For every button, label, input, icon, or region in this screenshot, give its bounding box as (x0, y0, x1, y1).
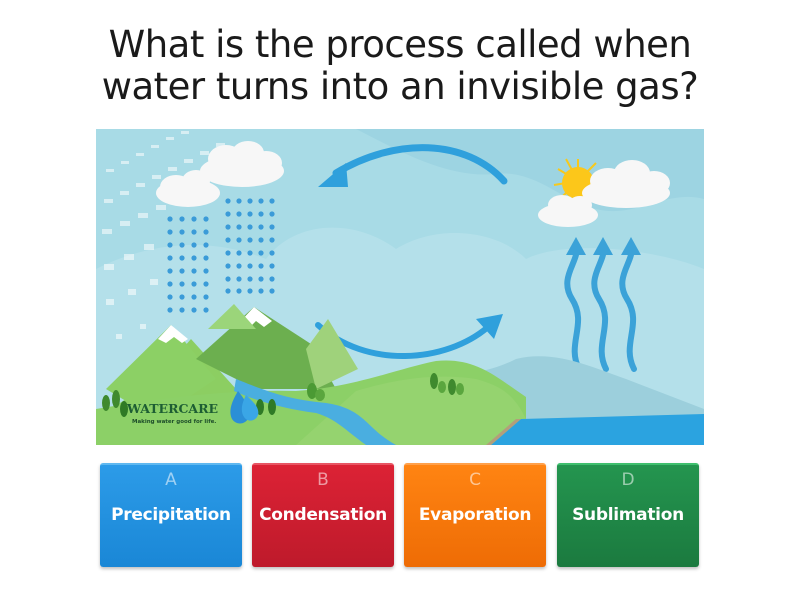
watercare-tagline: Making water good for life. (132, 419, 216, 425)
answer-d-button[interactable]: D Sublimation (557, 463, 699, 567)
rain-clouds (156, 141, 284, 207)
evaporation-arrows (564, 244, 637, 372)
rain-drops (167, 198, 275, 313)
answer-b-button[interactable]: B Condensation (252, 463, 394, 567)
answer-b-letter: B (317, 470, 329, 490)
question-line-2: water turns into an invisible gas? (101, 65, 699, 108)
water-cycle-illustration: WATERCARE Making water good for life. (96, 129, 704, 445)
answer-b-label: Condensation (259, 505, 387, 525)
answer-d-letter: D (621, 470, 635, 490)
answer-a-button[interactable]: A Precipitation (100, 463, 242, 567)
watercare-logo: WATERCARE (126, 401, 218, 416)
answer-c-label: Evaporation (418, 505, 532, 525)
curved-arrow-left-icon (318, 144, 508, 187)
answer-a-letter: A (165, 470, 177, 490)
sun-clouds (538, 160, 670, 227)
question-text: What is the process called when water tu… (0, 24, 800, 108)
watercare-drop-icon (230, 391, 259, 424)
question-line-1: What is the process called when (108, 23, 692, 66)
answer-options: A Precipitation B Condensation C Evapora… (100, 463, 700, 567)
answer-c-button[interactable]: C Evaporation (404, 463, 546, 567)
answer-a-label: Precipitation (111, 505, 231, 525)
answer-c-letter: C (469, 470, 481, 490)
answer-d-label: Sublimation (572, 505, 684, 525)
wind-streaks (102, 131, 225, 339)
